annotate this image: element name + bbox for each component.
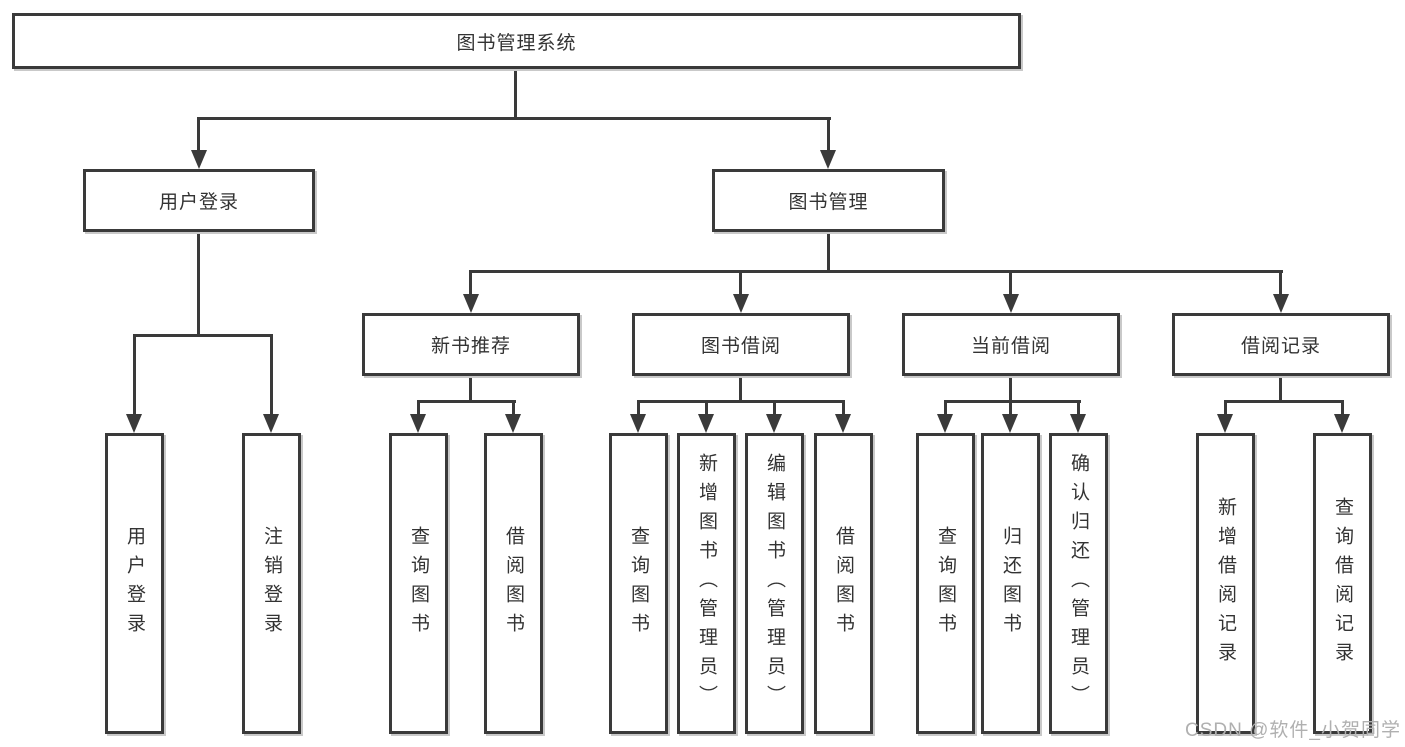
connector-current-borrow-bar [944, 400, 1081, 403]
arrowhead-down-icon [766, 414, 782, 433]
node-label: 新增借阅记录 [1215, 496, 1236, 671]
arrowhead-down-icon [1217, 414, 1233, 433]
connector-book-mgmt-stem [827, 232, 830, 273]
arrowhead-down-icon [820, 150, 836, 169]
node-edit-books-admin: 编辑图书（管理员） [745, 433, 804, 734]
node-query-books-recommend: 查询图书 [389, 433, 448, 734]
node-label: 图书管理系统 [456, 32, 577, 54]
connector-drop [417, 403, 420, 416]
node-user-login-leaf: 用户登录 [105, 433, 164, 734]
connector-borrow-records-stem [1279, 376, 1282, 403]
arrowhead-down-icon [410, 414, 426, 433]
arrowhead-down-icon [937, 414, 953, 433]
arrowhead-down-icon [263, 414, 279, 433]
connector-root-bar [197, 117, 831, 120]
node-query-books-borrow: 查询图书 [609, 433, 668, 734]
arrowhead-down-icon [1334, 414, 1350, 433]
node-label: 归还图书 [1000, 525, 1021, 642]
connector-user-login-stem [197, 232, 200, 337]
arrowhead-down-icon [630, 414, 646, 433]
node-query-borrow-record: 查询借阅记录 [1313, 433, 1372, 734]
connector-drop [842, 403, 845, 416]
node-label: 借阅图书 [833, 525, 854, 642]
connector-drop-book-borrow [739, 273, 742, 298]
node-label: 查询图书 [408, 525, 429, 642]
node-query-books-current: 查询图书 [916, 433, 975, 734]
connector-drop [1341, 403, 1344, 416]
node-label: 编辑图书（管理员） [764, 453, 785, 714]
watermark: CSDN @软件_小贺同学 [1185, 720, 1401, 741]
connector-drop-borrow-records [1279, 273, 1282, 298]
connector-drop-login-leaf [133, 337, 136, 415]
arrowhead-down-icon [505, 414, 521, 433]
node-label: 用户登录 [124, 525, 145, 642]
connector-new-books-bar [417, 400, 516, 403]
connector-drop [637, 403, 640, 416]
node-label: 用户登录 [158, 192, 239, 213]
arrowhead-down-icon [463, 294, 479, 313]
arrowhead-down-icon [733, 294, 749, 313]
node-borrow-books: 借阅图书 [814, 433, 873, 734]
node-user-login: 用户登录 [83, 169, 315, 232]
connector-drop [773, 403, 776, 416]
node-logout: 注销登录 [242, 433, 301, 734]
arrowhead-down-icon [698, 414, 714, 433]
arrowhead-down-icon [191, 150, 207, 169]
connector-current-borrow-stem [1009, 376, 1012, 403]
node-label: 图书借阅 [700, 336, 781, 357]
connector-new-books-stem [469, 376, 472, 403]
node-label: 新书推荐 [430, 336, 511, 357]
node-current-borrowing: 当前借阅 [902, 313, 1120, 376]
node-label: 注销登录 [261, 525, 282, 642]
node-borrow-books-recommend: 借阅图书 [484, 433, 543, 734]
node-return-books: 归还图书 [981, 433, 1040, 734]
connector-book-mgmt-bar [469, 270, 1283, 273]
node-label: 查询借阅记录 [1332, 496, 1353, 671]
arrowhead-down-icon [835, 414, 851, 433]
node-add-books-admin: 新增图书（管理员） [677, 433, 736, 734]
connector-drop-current-borrow [1009, 273, 1012, 298]
connector-drop [1077, 403, 1080, 416]
node-label: 借阅记录 [1240, 336, 1321, 357]
connector-drop-book-mgmt [827, 120, 830, 152]
node-label: 确认归还（管理员） [1068, 453, 1089, 714]
arrowhead-down-icon [1273, 294, 1289, 313]
node-borrow-records: 借阅记录 [1172, 313, 1390, 376]
arrowhead-down-icon [1002, 414, 1018, 433]
node-label: 查询图书 [628, 525, 649, 642]
connector-drop [512, 403, 515, 416]
connector-drop [944, 403, 947, 416]
connector-drop-user-login [197, 120, 200, 152]
node-label: 借阅图书 [503, 525, 524, 642]
arrowhead-down-icon [126, 414, 142, 433]
connector-book-borrow-stem [739, 376, 742, 403]
node-add-borrow-record: 新增借阅记录 [1196, 433, 1255, 734]
arrowhead-down-icon [1070, 414, 1086, 433]
node-book-borrowing: 图书借阅 [632, 313, 850, 376]
node-label: 查询图书 [935, 525, 956, 642]
arrowhead-down-icon [1003, 294, 1019, 313]
node-new-book-recommend: 新书推荐 [362, 313, 580, 376]
node-library-system: 图书管理系统 [12, 13, 1021, 69]
connector-root-stem [514, 69, 517, 120]
connector-borrow-records-bar [1224, 400, 1344, 403]
connector-drop [1224, 403, 1227, 416]
node-label: 新增图书（管理员） [696, 453, 717, 714]
node-confirm-return-admin: 确认归还（管理员） [1049, 433, 1108, 734]
connector-drop [1009, 403, 1012, 416]
connector-drop [705, 403, 708, 416]
connector-drop-logout-leaf [270, 337, 273, 415]
node-label: 当前借阅 [970, 336, 1051, 357]
connector-user-login-bar [133, 334, 273, 337]
node-label: 图书管理 [788, 192, 869, 213]
connector-drop-new-books [469, 273, 472, 298]
node-book-management: 图书管理 [712, 169, 945, 232]
connector-book-borrow-bar [637, 400, 845, 403]
